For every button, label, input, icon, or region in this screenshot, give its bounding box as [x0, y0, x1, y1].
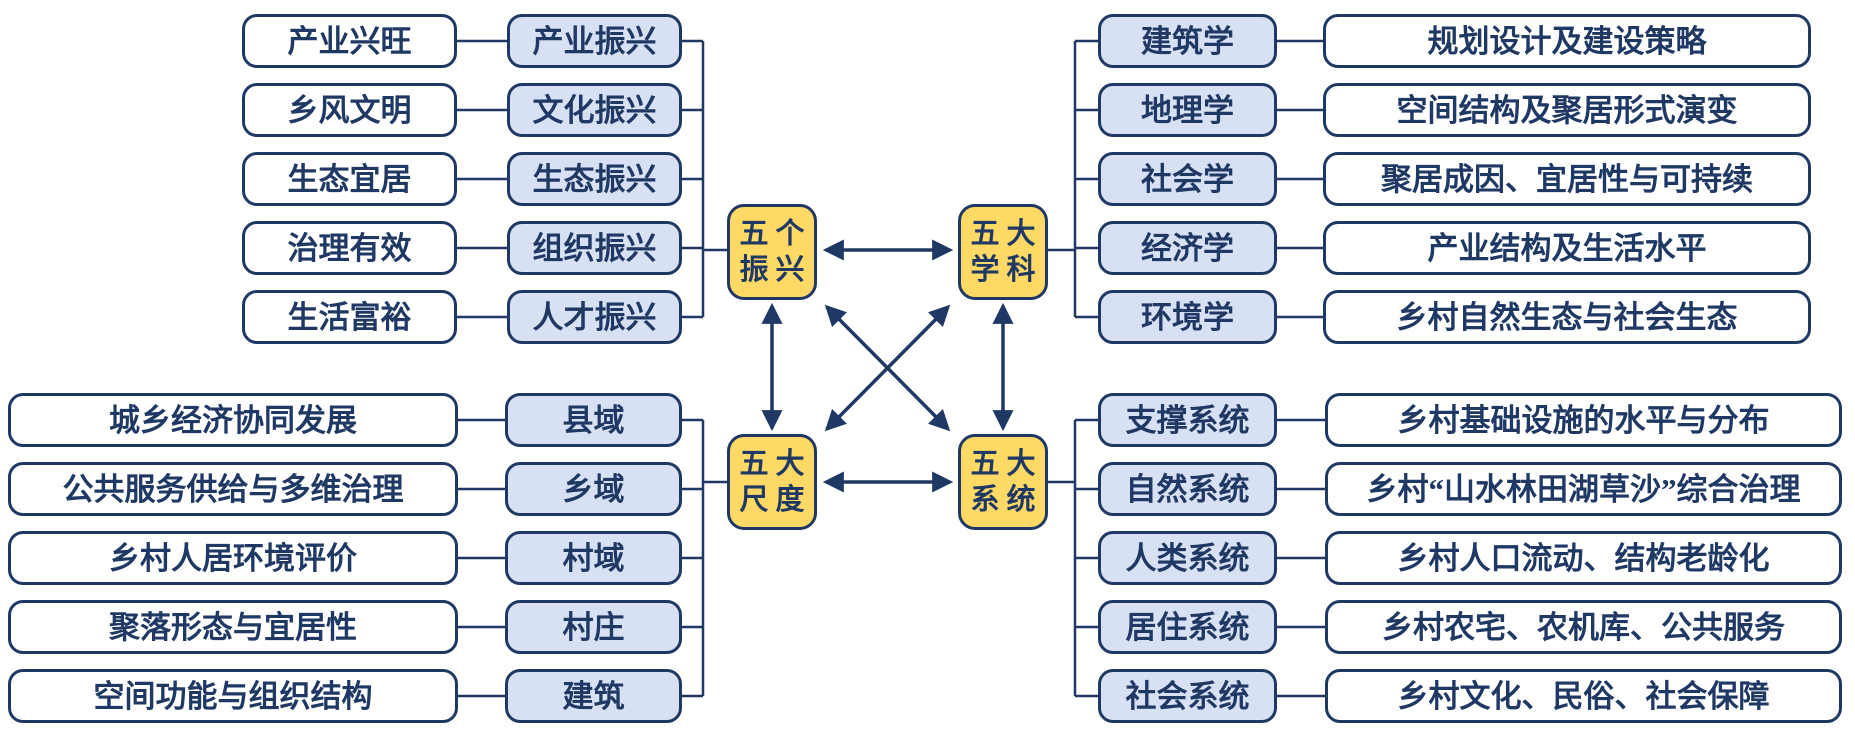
node-line: 五个: [739, 217, 812, 250]
desc-box: 产业结构及生活水平: [1323, 221, 1811, 275]
tag-box: 组织振兴: [507, 221, 682, 275]
desc-box: 乡村人口流动、结构老龄化: [1325, 531, 1842, 585]
node-line: 五大: [970, 447, 1043, 480]
tag-box: 地理学: [1098, 83, 1277, 137]
tag-box: 村庄: [505, 600, 682, 654]
tag-box: 乡域: [505, 462, 682, 516]
tag-box: 建筑学: [1098, 14, 1277, 68]
desc-box: 规划设计及建设策略: [1323, 14, 1811, 68]
desc-box: 乡村自然生态与社会生态: [1323, 290, 1811, 344]
tag-box: 环境学: [1098, 290, 1277, 344]
label-box: 生活富裕: [242, 290, 457, 344]
desc-box: 乡村“山水林田湖草沙”综合治理: [1325, 462, 1842, 516]
desc-box: 乡村文化、民俗、社会保障: [1325, 669, 1842, 723]
label-box: 公共服务供给与多维治理: [8, 462, 458, 516]
label-box: 治理有效: [242, 221, 457, 275]
tag-box: 建筑: [505, 669, 682, 723]
tag-box: 人类系统: [1098, 531, 1277, 585]
tag-box: 居住系统: [1098, 600, 1277, 654]
tag-box: 经济学: [1098, 221, 1277, 275]
tag-box: 县域: [505, 393, 682, 447]
tag-box: 文化振兴: [507, 83, 682, 137]
tag-box: 人才振兴: [507, 290, 682, 344]
tag-box: 社会学: [1098, 152, 1277, 206]
desc-box: 聚居成因、宜居性与可持续: [1323, 152, 1811, 206]
node-line: 振兴: [739, 253, 812, 286]
node-line: 尺度: [739, 483, 812, 516]
label-box: 乡风文明: [242, 83, 457, 137]
desc-box: 空间结构及聚居形式演变: [1323, 83, 1811, 137]
label-box: 乡村人居环境评价: [8, 531, 458, 585]
tag-box: 支撑系统: [1098, 393, 1277, 447]
node-line: 五大: [739, 447, 812, 480]
center-node-five-systems: 五大 系统: [958, 434, 1048, 530]
label-box: 聚落形态与宜居性: [8, 600, 458, 654]
label-box: 产业兴旺: [242, 14, 457, 68]
center-node-five-disciplines: 五大 学科: [958, 204, 1048, 300]
tag-box: 生态振兴: [507, 152, 682, 206]
node-line: 学科: [970, 253, 1043, 286]
desc-box: 乡村基础设施的水平与分布: [1325, 393, 1842, 447]
tag-box: 产业振兴: [507, 14, 682, 68]
tag-box: 社会系统: [1098, 669, 1277, 723]
arrow-diagonal-trbl: [824, 304, 951, 432]
label-box: 城乡经济协同发展: [8, 393, 458, 447]
label-box: 空间功能与组织结构: [8, 669, 458, 723]
bracket-lines: [457, 39, 1325, 698]
center-node-five-revitalizations: 五个 振兴: [727, 204, 817, 300]
node-line: 五大: [970, 217, 1043, 250]
center-node-five-scales: 五大 尺度: [727, 434, 817, 530]
tag-box: 村域: [505, 531, 682, 585]
desc-box: 乡村农宅、农机库、公共服务: [1325, 600, 1842, 654]
node-line: 系统: [970, 483, 1043, 516]
tag-box: 自然系统: [1098, 462, 1277, 516]
label-box: 生态宜居: [242, 152, 457, 206]
relation-arrows: [761, 239, 1014, 493]
